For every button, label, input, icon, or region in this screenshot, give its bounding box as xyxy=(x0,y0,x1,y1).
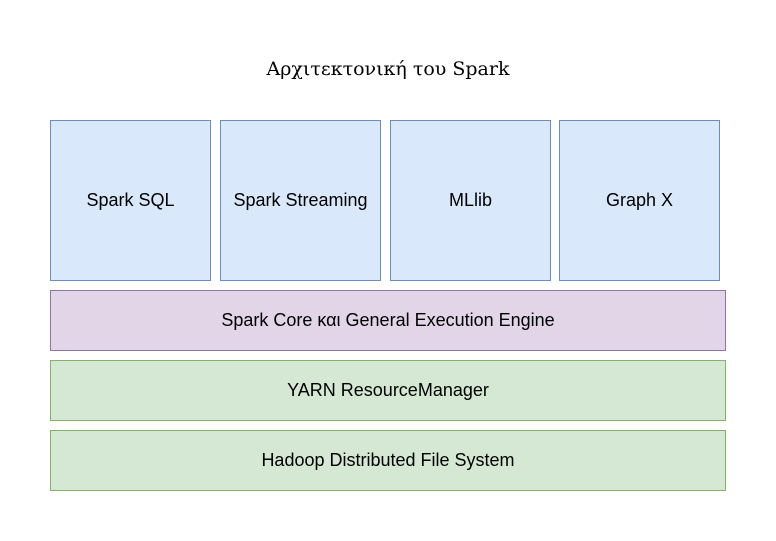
module-label: Graph X xyxy=(605,190,674,210)
layer-yarn-resourcemanager: YARN ResourceManager xyxy=(50,360,726,421)
module-mllib: MLlib xyxy=(390,120,551,281)
layer-spark-core: Spark Core και General Execution Engine xyxy=(50,290,726,351)
module-label: Spark SQL xyxy=(86,190,175,210)
layer-label: YARN ResourceManager xyxy=(287,380,489,400)
diagram-title: Αρχιτεκτονική του Spark xyxy=(266,58,510,80)
module-spark-streaming: Spark Streaming xyxy=(220,120,381,281)
module-label: MLlib xyxy=(448,190,492,210)
module-label: Spark Streaming xyxy=(233,190,368,210)
module-spark-sql: Spark SQL xyxy=(50,120,211,281)
layer-hdfs: Hadoop Distributed File System xyxy=(50,430,726,491)
layer-label: Hadoop Distributed File System xyxy=(261,450,515,470)
layer-label: Spark Core και General Execution Engine xyxy=(221,310,555,330)
module-graph-x: Graph X xyxy=(559,120,720,281)
